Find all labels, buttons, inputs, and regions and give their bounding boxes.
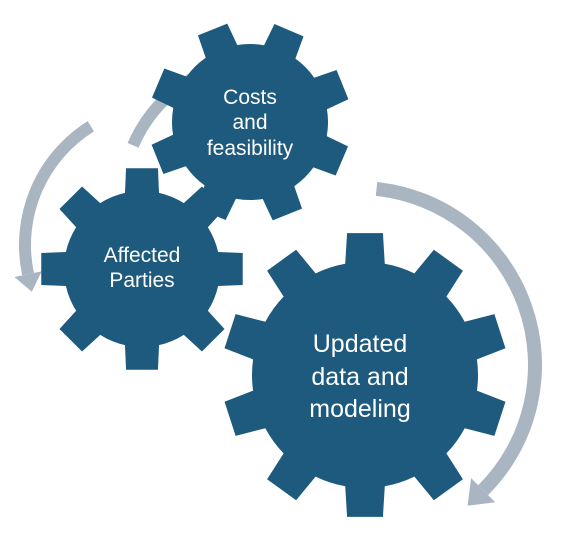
gear-label-costs-line-3: feasibility	[206, 136, 294, 160]
gear-label-costs-line-1: Costs	[223, 86, 277, 110]
gear-label-costs-line-2: and	[232, 111, 268, 135]
gear-label-updated-line-3: modeling	[309, 395, 411, 424]
gear-label-costs: Costs and feasibility	[200, 78, 300, 168]
gear-label-updated-line-1: Updated	[312, 330, 408, 359]
gear-label-updated-line-2: data and	[311, 362, 409, 391]
gear-label-affected: Affected Parties	[82, 236, 202, 300]
gear-affected	[41, 168, 243, 370]
gear-label-affected-line-2: Parties	[109, 269, 175, 292]
gear-label-updated: Updated data and modeling	[280, 322, 440, 432]
arrow-left-shaft	[19, 121, 95, 276]
gear-label-affected-line-1: Affected	[103, 243, 181, 267]
gear-updated	[224, 233, 506, 517]
gear-costs	[151, 23, 349, 221]
gear-group	[41, 23, 506, 517]
arrow-right-head	[467, 478, 496, 506]
arrow-right-shaft	[375, 182, 542, 496]
arrow-left-head	[14, 271, 42, 292]
